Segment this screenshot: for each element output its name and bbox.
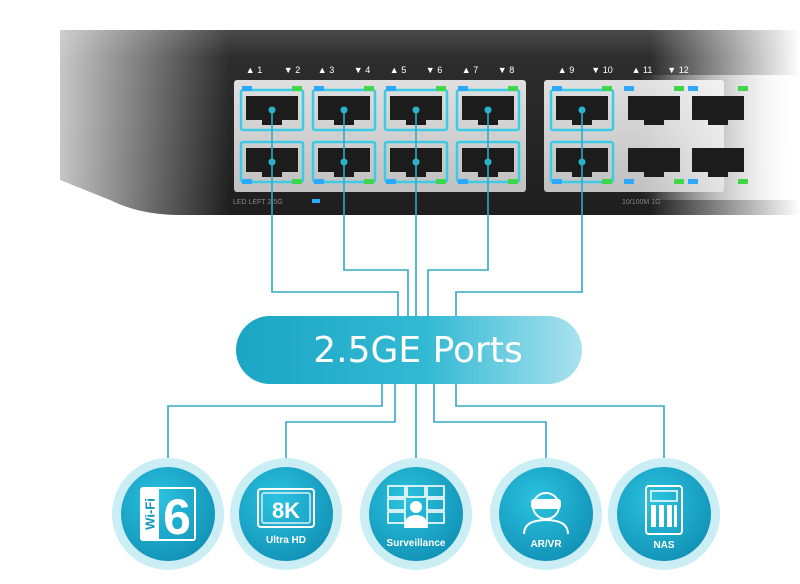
port-connector <box>427 110 489 316</box>
port-number: ▲ 11 <box>632 65 653 75</box>
ar-vr-label: AR/VR <box>530 539 562 550</box>
legend-left-swatch <box>312 199 320 203</box>
legend-left: LED LEFT 2.5G <box>233 199 283 206</box>
port-connector <box>455 110 583 316</box>
port-number: ▲ 3 <box>318 65 334 75</box>
port-number: ▲ 1 <box>246 65 262 75</box>
port-connector <box>271 110 399 316</box>
ultra-hd-icon: 8K Ultra HD <box>230 458 342 570</box>
ethernet-port <box>624 148 684 184</box>
surveillance-icon: Surveillance <box>360 458 472 570</box>
port-number: ▲ 7 <box>462 65 478 75</box>
port-connector <box>343 110 409 316</box>
ethernet-port <box>688 86 748 125</box>
connection-lines <box>167 110 665 458</box>
port-number: ▼ 10 <box>591 65 612 75</box>
device-icons: Wi-Fi 6 8K Ultra HD <box>112 458 720 570</box>
ethernet-port <box>688 148 748 184</box>
device-connector <box>167 384 383 458</box>
port-number: ▼ 12 <box>667 65 688 75</box>
center-label: 2.5GE Ports <box>313 330 522 371</box>
port-number: ▼ 6 <box>426 65 442 75</box>
device-connector <box>455 384 665 458</box>
ultra-hd-label: Ultra HD <box>266 535 306 546</box>
ultra-hd-big: 8K <box>272 498 300 523</box>
port-number-labels: ▲ 1 ▼ 2 ▲ 3 ▼ 4 ▲ 5 ▼ 6 ▲ 7 ▼ 8 ▲ 9 ▼ 10 ▲ 11 ▼ 12 <box>246 65 689 75</box>
ethernet-port <box>624 86 684 125</box>
wifi-big: 6 <box>163 489 191 545</box>
port-number: ▼ 8 <box>498 65 514 75</box>
wifi6-icon: Wi-Fi 6 <box>112 458 224 570</box>
port-number: ▼ 4 <box>354 65 370 75</box>
port-number: ▲ 5 <box>390 65 406 75</box>
center-pill: 2.5GE Ports <box>236 316 582 384</box>
nas-icon: NAS <box>608 458 720 570</box>
ar-vr-icon: AR/VR <box>490 458 602 570</box>
surveillance-label: Surveillance <box>387 538 446 549</box>
port-number: ▲ 9 <box>558 65 574 75</box>
device-connector <box>285 384 396 458</box>
nas-label: NAS <box>653 540 674 551</box>
legend-right: 10/100M 1G <box>622 199 661 206</box>
port-number: ▼ 2 <box>284 65 300 75</box>
wifi-label: Wi-Fi <box>143 498 158 530</box>
device-connector <box>433 384 547 458</box>
